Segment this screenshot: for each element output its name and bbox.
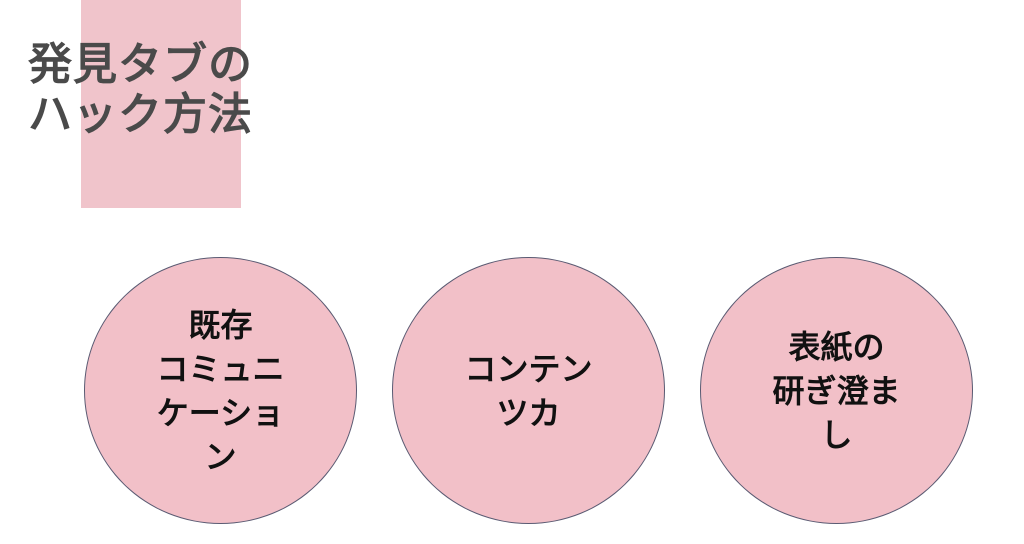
- circle-cover-polish: 表紙の 研ぎ澄ま し: [700, 257, 973, 524]
- circle-label: コンテン ツカ: [464, 347, 592, 435]
- circle-label-line: コンテン: [464, 349, 593, 388]
- circle-existing-communication: 既存 コミュニ ケーショ ン: [84, 257, 357, 524]
- title-accent-bar: [81, 0, 241, 208]
- title-line-2: ハック方法: [28, 89, 253, 140]
- circle-content-power: コンテン ツカ: [392, 257, 665, 524]
- circle-label-line: ン: [204, 437, 237, 476]
- circle-label-line: 表紙の: [788, 327, 885, 366]
- circle-label: 既存 コミュニ ケーショ ン: [156, 303, 284, 479]
- circle-label-line: 既存: [188, 305, 253, 344]
- circle-label-line: し: [820, 415, 853, 454]
- circle-label-line: ケーショ: [156, 393, 285, 432]
- circle-label: 表紙の 研ぎ澄ま し: [772, 325, 900, 457]
- slide-title: 発見タブの ハック方法: [28, 40, 253, 140]
- title-line-1: 発見タブの: [28, 39, 253, 90]
- circle-label-line: コミュニ: [156, 349, 285, 388]
- circle-label-line: 研ぎ澄ま: [772, 371, 901, 410]
- circle-label-line: ツカ: [496, 393, 561, 432]
